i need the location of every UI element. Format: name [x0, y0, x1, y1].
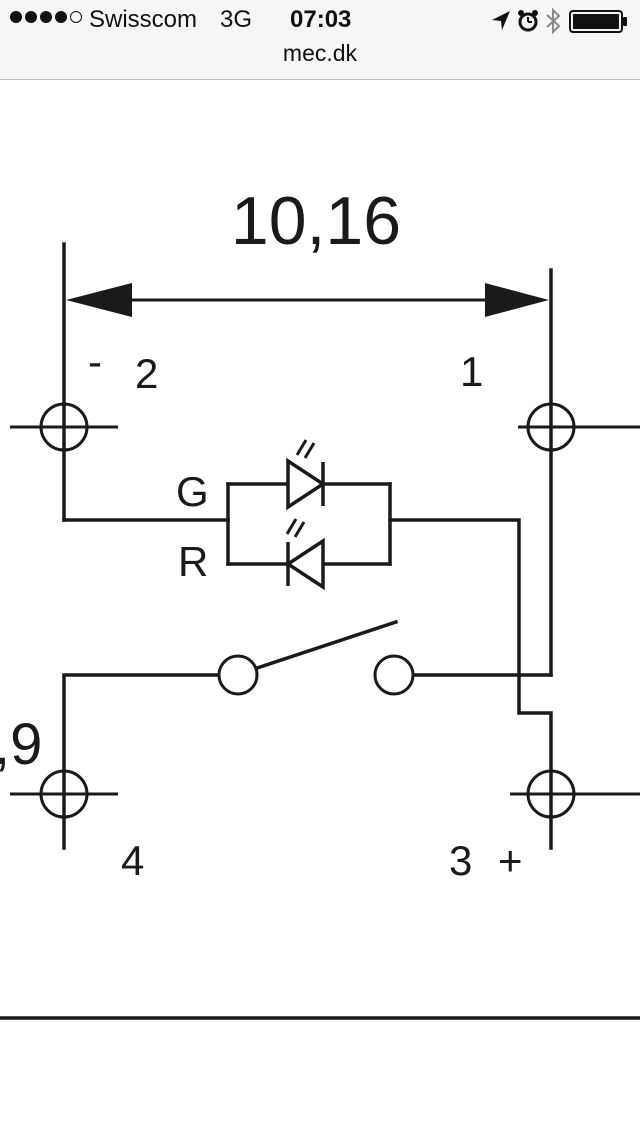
page-url[interactable]: mec.dk	[282, 40, 358, 66]
network-type: 3G	[220, 6, 253, 33]
wire-pin4-to-switch	[62, 673, 221, 850]
signal-dot	[10, 11, 22, 23]
signal-dot	[55, 11, 67, 23]
terminal-4-icon	[10, 769, 118, 819]
pin-2-label: 2	[135, 350, 158, 397]
switch-lever	[254, 619, 399, 671]
location-arrow-icon	[492, 11, 510, 30]
battery-icon	[569, 10, 627, 33]
terminal-1-icon	[518, 402, 640, 452]
status-icons	[492, 7, 627, 35]
red-led-icon	[284, 518, 325, 591]
signal-dot	[70, 11, 82, 23]
page-content: 10,16 - 2 1 G R ,9 4 3 +	[0, 80, 640, 1136]
signal-dot	[25, 11, 37, 23]
wire-leds-to-pin3	[388, 518, 553, 850]
switch-contact-left-icon	[217, 654, 259, 696]
red-led-label: R	[178, 538, 208, 585]
pin-3-label: 3	[449, 837, 472, 884]
minus-sign: -	[88, 338, 102, 385]
plus-sign: +	[498, 837, 523, 884]
terminal-3-icon	[510, 769, 640, 819]
status-time: 07:03	[290, 6, 352, 33]
pin-1-label: 1	[460, 348, 483, 395]
signal-strength-icon	[10, 11, 85, 23]
green-led-label: G	[176, 468, 209, 515]
dimension-arrow-icon	[66, 283, 549, 317]
alarm-clock-icon	[518, 10, 538, 32]
carrier-name: Swisscom	[89, 6, 198, 33]
status-bar: Swisscom 3G 07:03 mec.dk	[0, 0, 640, 80]
bluetooth-icon	[546, 7, 561, 35]
wiring-diagram: 10,16 - 2 1 G R ,9 4 3 +	[0, 183, 640, 1020]
signal-dot	[40, 11, 52, 23]
side-dimension-label: ,9	[0, 712, 42, 777]
terminal-2-icon	[10, 402, 118, 452]
pin-4-label: 4	[121, 837, 144, 884]
green-led-icon	[286, 439, 327, 511]
switch-contact-right-icon	[373, 654, 415, 696]
dimension-label: 10,16	[231, 183, 401, 259]
